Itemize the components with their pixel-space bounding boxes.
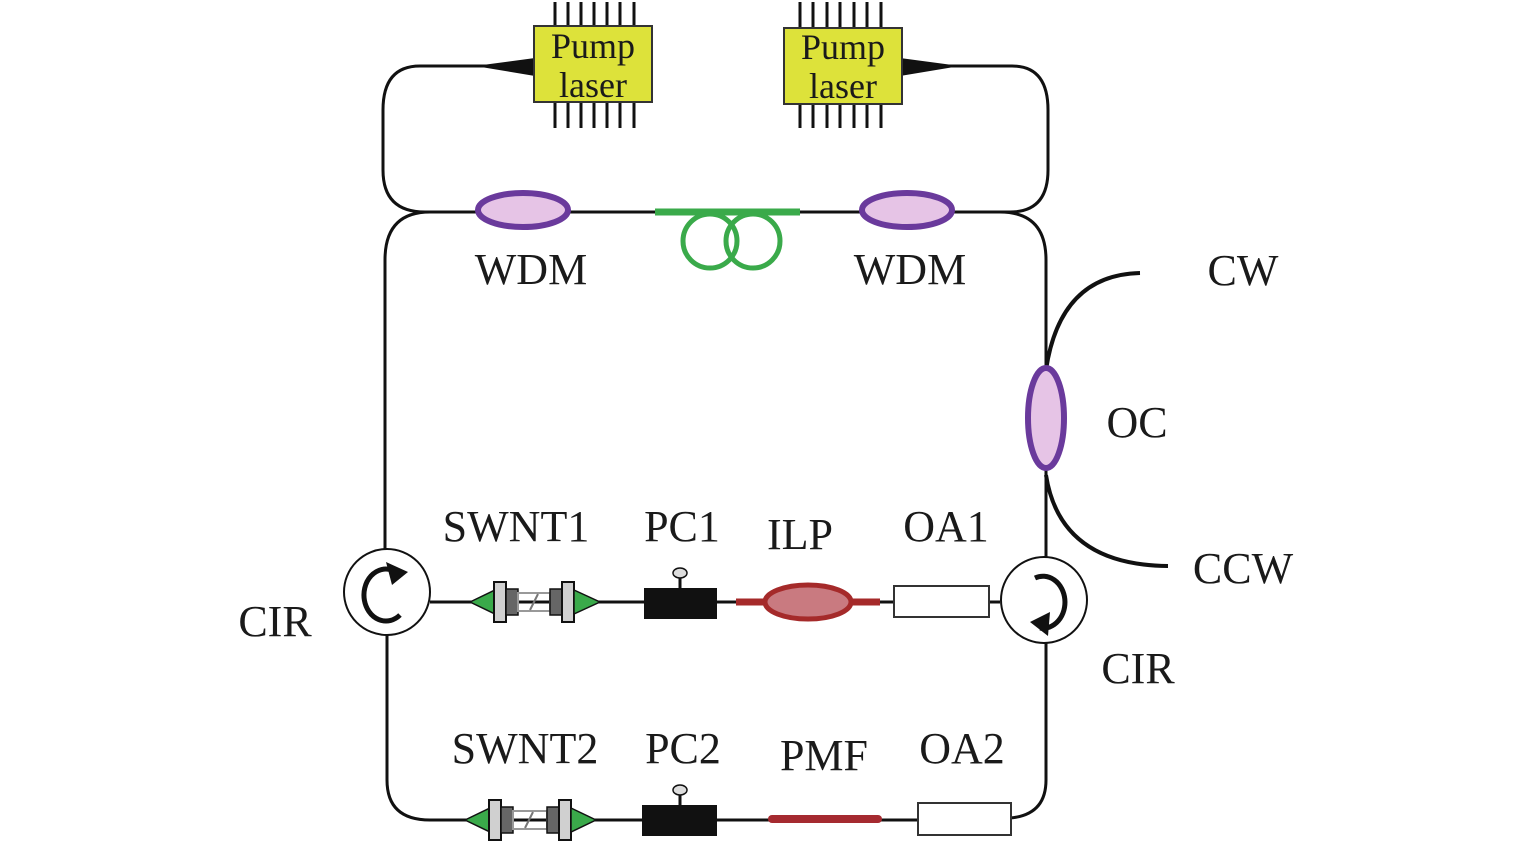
gain-fiber-coil-1 [680, 211, 740, 271]
label-ilp: ILP [767, 510, 833, 559]
pump-laser-left-line2: laser [559, 65, 627, 105]
wdm-right [859, 190, 955, 230]
label-cir-left: CIR [238, 597, 312, 646]
label-pc2: PC2 [645, 724, 721, 773]
ring-left-fiber [383, 210, 470, 560]
label-pc1: PC1 [644, 502, 720, 551]
label-cir-right: CIR [1101, 644, 1175, 693]
oa2-amplifier [917, 802, 1012, 836]
label-oc: OC [1106, 398, 1167, 447]
pc2-controller [642, 784, 717, 836]
output-coupler [1025, 365, 1067, 471]
label-swnt1: SWNT1 [443, 502, 590, 551]
label-wdm-right: WDM [854, 245, 966, 294]
ring-left-lower-fiber [385, 628, 470, 822]
ccw-branch [1044, 474, 1169, 568]
label-oa2: OA2 [919, 724, 1005, 773]
label-pmf: PMF [780, 731, 868, 780]
left-pump-fiber [381, 64, 530, 214]
label-ccw: CCW [1193, 544, 1294, 593]
label-swnt2: SWNT2 [452, 724, 599, 773]
right-pump-taper [900, 58, 960, 76]
pump-laser-left-line1: Pump [551, 26, 635, 66]
label-cw: CW [1208, 246, 1279, 295]
circulator-right [1000, 556, 1088, 644]
left-pump-taper [475, 58, 535, 76]
wdm-left [475, 190, 571, 230]
cw-branch [1044, 271, 1141, 371]
circulator-left [343, 548, 431, 636]
pump-laser-left [533, 25, 653, 103]
pump-laser-right [783, 27, 903, 105]
pump-laser-right-line1: Pump [801, 27, 885, 67]
right-pump-fiber [905, 64, 1050, 214]
pc1-controller [644, 567, 717, 619]
gain-fiber-coil-2 [723, 211, 783, 271]
ring-right-lower-fiber [1009, 640, 1048, 820]
label-oa1: OA1 [903, 502, 989, 551]
swnt2-connector [463, 799, 598, 841]
label-wdm-left: WDM [475, 245, 587, 294]
pump-laser-right-line2: laser [809, 66, 877, 106]
ilp-component [736, 582, 880, 622]
oa1-amplifier [893, 585, 990, 618]
swnt1-connector [468, 581, 602, 623]
ring-right-fiber [960, 210, 1048, 560]
